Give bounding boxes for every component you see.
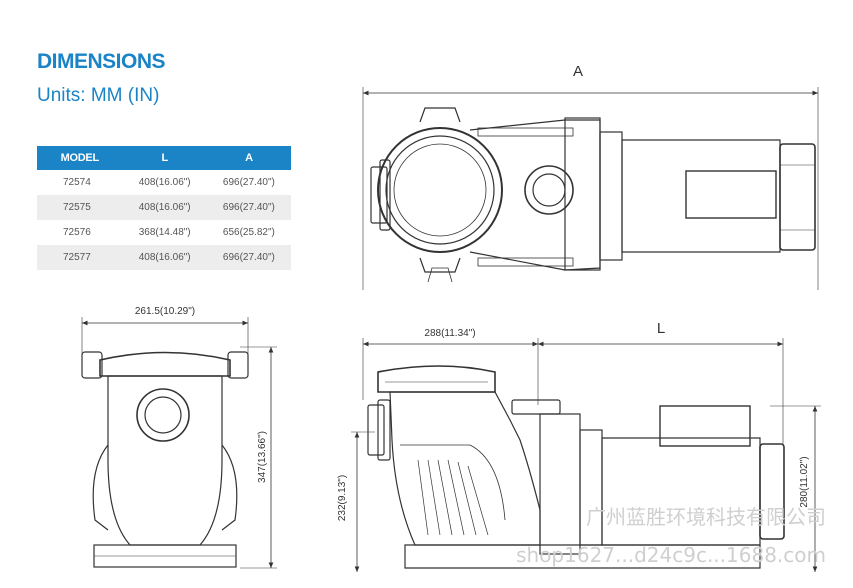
table-row: 72575 408(16.06") 696(27.40") bbox=[37, 195, 291, 220]
table-row: 72576 368(14.48") 656(25.82") bbox=[37, 220, 291, 245]
table-row: 72574 408(16.06") 696(27.40") bbox=[37, 170, 291, 195]
units-subtitle: Units: MM (IN) bbox=[37, 85, 160, 106]
cell-a: 696(27.40") bbox=[206, 245, 291, 270]
label-side-inlet-height: 232(9.13") bbox=[337, 475, 348, 521]
cell-a: 696(27.40") bbox=[206, 195, 291, 220]
cell-a: 696(27.40") bbox=[222, 177, 275, 188]
cell-model: 72577 bbox=[37, 245, 123, 270]
table-row: 72577 408(16.06") 696(27.40") bbox=[37, 245, 291, 270]
top-view-drawing bbox=[362, 87, 819, 290]
cell-l: 368(14.48") bbox=[138, 227, 191, 238]
cell-model: 72576 bbox=[63, 227, 91, 238]
header-a: A bbox=[206, 146, 291, 170]
dimensions-title: DIMENSIONS bbox=[37, 50, 166, 73]
label-front-width: 261.5(10.29") bbox=[135, 306, 195, 317]
label-l-side: L bbox=[657, 320, 665, 337]
cell-model: 72575 bbox=[37, 195, 123, 220]
cell-l: 408(16.06") bbox=[138, 177, 191, 188]
cell-model: 72574 bbox=[63, 177, 91, 188]
watermark-company: 广州蓝胜环境科技有限公司 bbox=[586, 505, 826, 529]
label-front-height: 347(13.66") bbox=[257, 431, 268, 483]
label-side-overall-height: 280(11.02") bbox=[799, 456, 810, 507]
label-a-top: A bbox=[573, 63, 583, 80]
cell-l: 408(16.06") bbox=[122, 245, 207, 270]
cell-a: 656(25.82") bbox=[222, 227, 275, 238]
dimensions-table: MODEL L A 72574 408(16.06") 696(27.40") … bbox=[37, 146, 291, 270]
watermark-url: shop1627...d24c9c...1688.com bbox=[516, 543, 826, 567]
header-model: MODEL bbox=[37, 146, 123, 170]
side-view-drawing bbox=[351, 338, 821, 572]
label-side-strainer: 288(11.34") bbox=[424, 328, 475, 339]
cell-l: 408(16.06") bbox=[122, 195, 207, 220]
front-view-drawing bbox=[81, 317, 277, 569]
header-l: L bbox=[122, 146, 207, 170]
table-header-row: MODEL L A bbox=[37, 146, 291, 170]
